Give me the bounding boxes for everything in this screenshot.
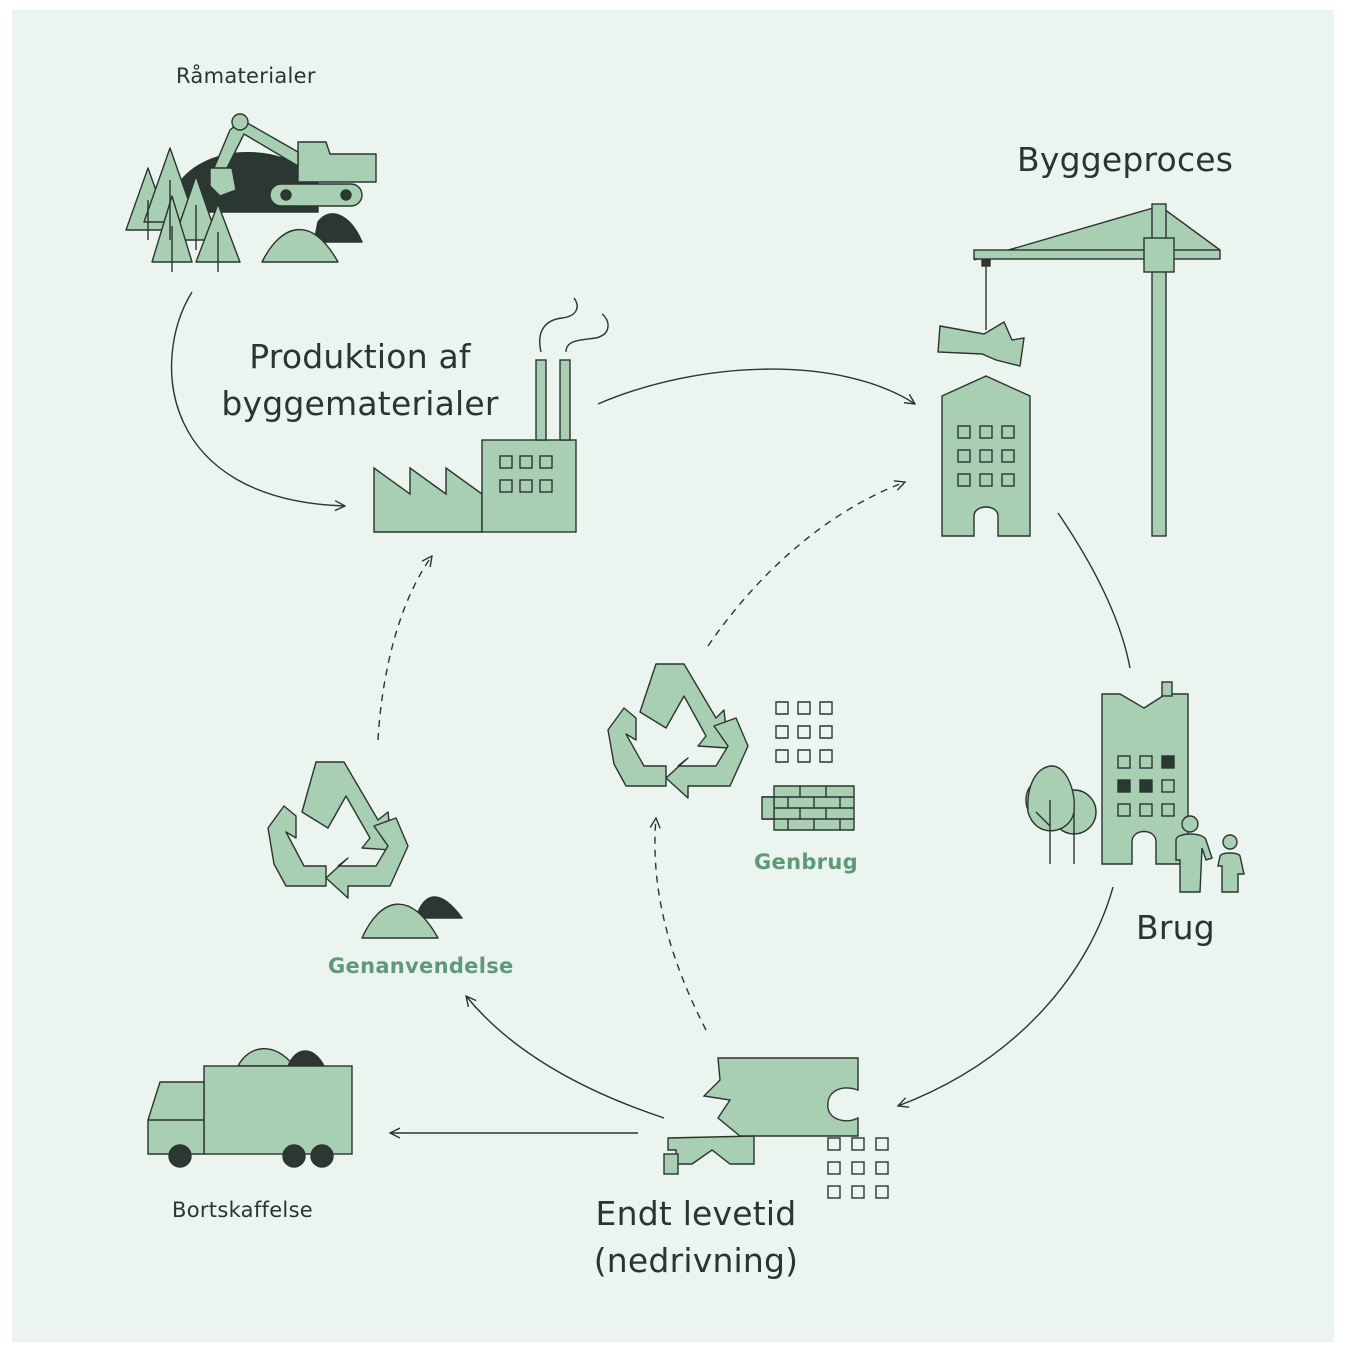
truck-icon bbox=[147, 1048, 353, 1168]
construction-label: Byggeproces bbox=[1017, 140, 1234, 179]
production-label-line1: Produktion af bbox=[249, 337, 471, 376]
arrow-endoflife-to-recycling bbox=[466, 996, 665, 1119]
arrow-construction-to-use bbox=[1057, 512, 1131, 669]
production-label-line2: byggematerialer bbox=[221, 384, 499, 423]
dashed-recycling-to-production bbox=[377, 556, 432, 741]
recycle-bricks-icon bbox=[607, 663, 855, 831]
crane-building-icon bbox=[937, 203, 1221, 537]
apartment-people-icon bbox=[1025, 681, 1245, 893]
end-of-life-label-line1: Endt levetid bbox=[595, 1194, 797, 1233]
end-of-life-label: Endt levetid (nedrivning) bbox=[566, 1190, 826, 1284]
dashed-reuse-to-construction bbox=[707, 482, 905, 647]
disposal-label: Bortskaffelse bbox=[172, 1198, 314, 1222]
end-of-life-label-line2: (nedrivning) bbox=[593, 1241, 799, 1280]
arrow-production-to-construction bbox=[597, 368, 915, 404]
connectors bbox=[170, 291, 1131, 1133]
arrow-use-to-endoflife bbox=[898, 886, 1114, 1106]
arrow-raw-to-production bbox=[170, 291, 345, 506]
production-label: Produktion af byggematerialer bbox=[212, 333, 508, 427]
excavator-forest-icon bbox=[125, 113, 377, 272]
recycle-icon bbox=[267, 761, 463, 939]
use-label: Brug bbox=[1136, 908, 1215, 947]
recycling-label: Genanvendelse bbox=[328, 954, 514, 978]
reuse-label: Genbrug bbox=[754, 850, 858, 874]
demolition-rubble-icon bbox=[663, 1057, 889, 1199]
factory-icon bbox=[373, 297, 609, 533]
dashed-endoflife-to-reuse bbox=[655, 818, 707, 1031]
raw-materials-label: Råmaterialer bbox=[176, 64, 316, 88]
